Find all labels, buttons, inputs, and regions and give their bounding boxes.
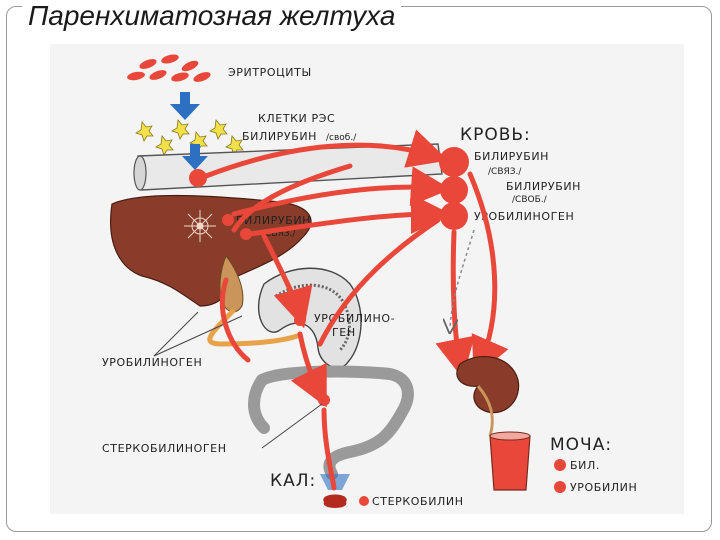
label-intestine-uro-1: УРОБИЛИНО-: [314, 312, 395, 325]
blood-urobilinogen-dot: [440, 202, 468, 230]
feces-icon: [323, 495, 346, 509]
label-intestine-uro-2: ГЕН: [332, 326, 356, 339]
diagram-canvas: ЭРИТРОЦИТЫ КЛЕТКИ РЭС БИЛИРУБИН /своб./ …: [50, 44, 684, 514]
label-erythrocytes: ЭРИТРОЦИТЫ: [228, 66, 312, 79]
bilirubin-metabolism-diagram: ЭРИТРОЦИТЫ КЛЕТКИ РЭС БИЛИРУБИН /своб./ …: [50, 44, 684, 514]
vessel-bilirubin-dot: [189, 169, 207, 187]
urine-bil-dot: [554, 459, 566, 471]
label-urine-bil: БИЛ.: [570, 459, 600, 472]
slide-title: Паренхиматозная желтуха: [22, 0, 401, 32]
liver-lobule-icon: [184, 210, 216, 242]
label-blood-bil-free: БИЛИРУБИН: [506, 180, 581, 193]
blood-bilirubin-bound-dot: [439, 147, 469, 177]
label-bilirubin-free-suffix: /своб./: [326, 133, 357, 143]
urine-glass-icon: [490, 432, 530, 490]
label-stercobilinogen: СТЕРКОБИЛИНОГЕН: [102, 442, 227, 455]
feces-stercobilin-dot: [359, 496, 369, 506]
label-urine-header: МОЧА:: [550, 435, 612, 455]
label-blood-bil-bound: БИЛИРУБИН: [474, 150, 549, 163]
label-bilirubin-free-main: БИЛИРУБИН: [242, 130, 317, 143]
label-feces-stercobilin: СТЕРКОБИЛИН: [372, 495, 464, 508]
label-res-cells: КЛЕТКИ РЭС: [258, 112, 335, 125]
label-feces-header: КАЛ:: [270, 471, 316, 491]
blood-bilirubin-free-dot: [440, 176, 468, 204]
label-blood-header: КРОВЬ:: [460, 125, 531, 145]
label-left-urobilinogen: УРОБИЛИНОГЕН: [102, 356, 202, 369]
label-blood-bil-bound-suffix: /СВЯЗ./: [488, 167, 522, 177]
label-blood-bil-free-suffix: /СВОБ./: [512, 195, 548, 205]
urine-urobilin-dot: [554, 481, 566, 493]
label-urine-urobilin: УРОБИЛИН: [570, 481, 637, 494]
label-blood-urobilinogen: УРОБИЛИНОГЕН: [474, 210, 574, 223]
liver-bilirubin-dot: [222, 214, 234, 226]
